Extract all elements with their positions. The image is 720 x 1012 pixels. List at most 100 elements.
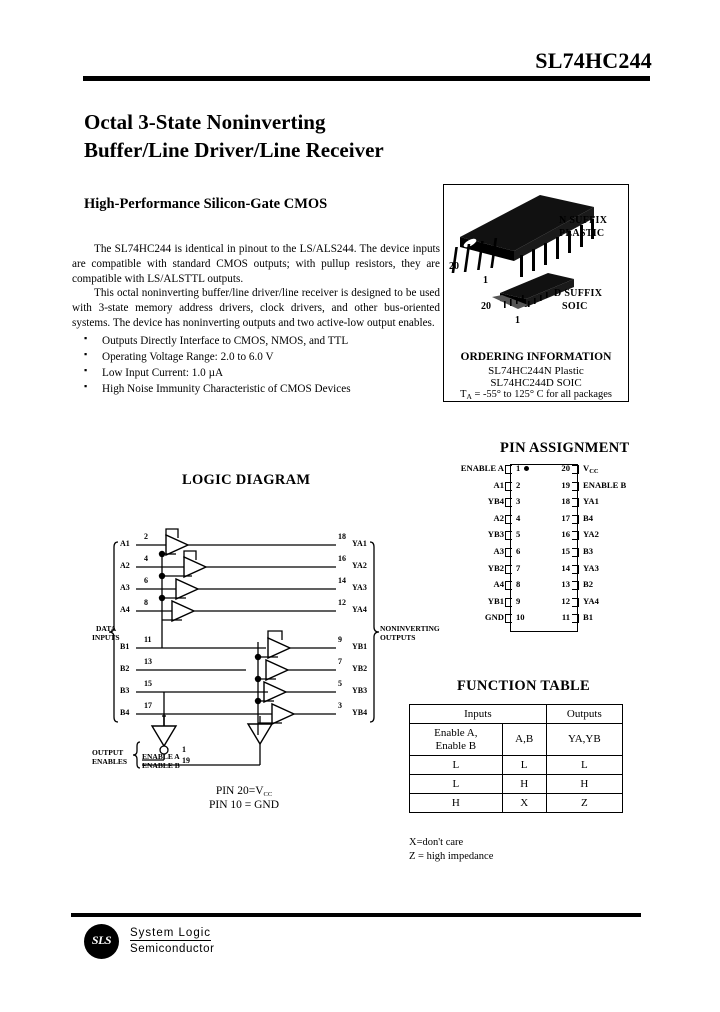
pin-assignment-diagram: ENABLE A 1 20 VCC A1 2 19 ENABLE B YB4 3… [452, 458, 638, 638]
pin-notch-right [572, 531, 579, 541]
pin-row: A2 4 17 B4 [452, 512, 638, 529]
pin-label-right: B2 [583, 579, 594, 590]
ordering-part-plastic: SL74HC244N Plastic [488, 365, 584, 377]
pin-label-left: A1 [493, 479, 504, 490]
logic-diagram-heading: LOGIC DIAGRAM [182, 472, 311, 488]
ld-data-inputs-label-1: DATA [96, 624, 117, 633]
pin-number-right: 17 [561, 512, 570, 523]
pin-label-left: A2 [493, 512, 504, 523]
part-number: SL74HC244 [535, 48, 652, 73]
pin-label-left: YB3 [487, 529, 504, 540]
cell-output: L [545, 755, 624, 776]
ld-outputs-label-2: OUTPUTS [380, 633, 416, 642]
soic-pin20-label: 20 [481, 301, 491, 312]
ld-output-label: YB1 [352, 642, 368, 651]
pin-notch-left [505, 531, 512, 541]
ld-input-label: A3 [120, 583, 130, 592]
pin-number-left: 2 [516, 479, 521, 490]
ld-input-pin: 8 [144, 598, 148, 607]
dip-suffix-label-1: N SUFFIX [559, 215, 608, 226]
pin-notch-left [505, 481, 512, 491]
ld-output-label: YB3 [352, 686, 368, 695]
pin-notch-right [572, 597, 579, 607]
pin-row: A4 8 13 B2 [452, 578, 638, 595]
ld-output-label: YA1 [352, 539, 367, 548]
pin-label-right: YA4 [583, 595, 599, 606]
ld-input-pin: 4 [144, 554, 148, 563]
title-line-2: Buffer/Line Driver/Line Receiver [84, 138, 384, 163]
ld-note-vcc-text: PIN 20=V [215, 785, 264, 797]
dip-package-icon [451, 195, 594, 277]
pin-label-right: YA1 [583, 496, 599, 507]
ld-output-label: YB2 [352, 664, 368, 673]
ld-outputs-label-1: NONINVERTING [380, 624, 440, 633]
pin-notch-right [572, 581, 579, 591]
pin-row: YB4 3 18 YA1 [452, 495, 638, 512]
function-table-notes: X=don't care Z = high impedance [409, 836, 493, 864]
note-dont-care: X=don't care [409, 837, 464, 848]
feature-list: Outputs Directly Interface to CMOS, NMOS… [72, 332, 440, 398]
ld-input-label: B4 [120, 708, 130, 717]
ld-output-pin: 5 [338, 679, 342, 688]
pin-label-right: B1 [583, 612, 594, 623]
pin-notch-right [572, 614, 579, 624]
column-header-enables-line1: Enable A, [434, 727, 478, 739]
list-item: Low Input Current: 1.0 µA [72, 364, 440, 381]
pin-label-right: B3 [583, 546, 594, 556]
ld-output-label: YA4 [352, 605, 367, 614]
pin-notch-right [572, 465, 579, 474]
company-logo: SLS System Logic Semiconductor [84, 922, 344, 962]
ld-output-label: YA2 [352, 561, 367, 570]
package-illustrations [444, 185, 628, 401]
pin-number-right: 15 [561, 546, 570, 556]
column-header-ab: A,B [501, 722, 547, 757]
pin-row: A3 6 15 B3 [452, 545, 638, 562]
pin-number-left: 7 [516, 562, 521, 573]
logic-diagram-svg [108, 528, 380, 769]
pin-label-right: YA2 [583, 529, 599, 540]
soic-pin1-label: 1 [515, 315, 520, 326]
pin-notch-left [505, 564, 512, 574]
ld-input-label: B1 [120, 642, 130, 651]
pin-notch-left [505, 465, 512, 474]
ld-input-label: A4 [120, 605, 130, 614]
ordering-temp-range: TA = -55° to 125° C for all packages [444, 389, 628, 401]
title-line-1: Octal 3-State Noninverting [84, 110, 326, 134]
dip-pin1-label: 1 [483, 275, 488, 286]
pin-label-left: A3 [493, 546, 504, 556]
pin-notch-left [505, 548, 512, 557]
pin-row: A1 2 19 ENABLE B [452, 479, 638, 496]
ld-output-pin: 12 [338, 598, 346, 607]
cell-ab: X [501, 793, 547, 814]
ld-enable-b-pin: 19 [182, 756, 190, 765]
pin-number-right: 11 [561, 612, 570, 623]
ld-input-label: A1 [120, 539, 130, 548]
pin-number-left: 6 [516, 546, 521, 556]
ld-output-label: YA3 [352, 583, 367, 592]
ld-enable-a-pin: 1 [182, 745, 186, 754]
group-header-outputs: Outputs [545, 704, 624, 724]
ordering-title: ORDERING INFORMATION [460, 351, 612, 363]
column-header-yayb: YA,YB [545, 722, 624, 757]
pin1-dot-marker [524, 465, 529, 471]
cell-output: Z [545, 793, 624, 814]
description-paragraph-2: This octal noninverting buffer/line driv… [72, 287, 440, 329]
pin-notch-left [505, 614, 512, 624]
pin-row: YB3 5 16 YA2 [452, 528, 638, 545]
pin-label-left: GND [484, 612, 504, 623]
logic-diagram: A1 2 A2 4 A3 6 A4 8 B1 11 B2 13 B3 15 B4… [92, 520, 440, 820]
pin-label-right: YA3 [583, 562, 599, 573]
pin-number-left: 1 [516, 463, 521, 473]
column-header-enables: Enable A, Enable B [409, 722, 503, 757]
function-table: Inputs Outputs Enable A, Enable B A,B YA… [409, 704, 624, 814]
pin-number-left: 8 [516, 579, 521, 590]
pin-row: GND 10 11 B1 [452, 611, 638, 628]
ordering-part-soic: SL74HC244D SOIC [490, 377, 582, 389]
pin-label-left: YB4 [487, 496, 504, 507]
ld-input-pin: 17 [144, 701, 152, 710]
pin-number-left: 5 [516, 529, 521, 540]
pin-label-left: A4 [493, 579, 504, 590]
pin-label-right: ENABLE B [583, 479, 627, 490]
ld-output-label: YB4 [352, 708, 368, 717]
column-header-enables-line2: Enable B [435, 739, 477, 752]
